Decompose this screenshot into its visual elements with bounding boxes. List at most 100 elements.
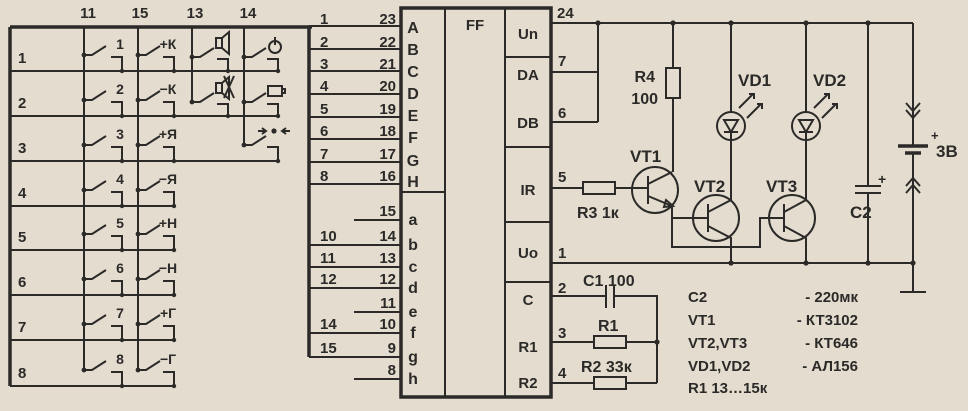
key-switch-2	[81, 90, 125, 119]
resistor-r3	[582, 181, 616, 195]
c2-label: C2	[850, 203, 872, 222]
switch-contact	[163, 101, 175, 116]
vt1-label: VT1	[630, 147, 661, 166]
junction-dot	[225, 113, 231, 119]
column-label: 11	[80, 5, 96, 22]
switch-contact	[267, 103, 279, 116]
chip-pin-label: b	[408, 237, 418, 254]
led-vd1-symbol	[722, 23, 740, 140]
pin-number: 15	[320, 340, 337, 357]
pin-number: 2	[320, 34, 328, 51]
key-number: 5	[116, 215, 124, 231]
switch-blade	[138, 269, 161, 280]
switch-blade	[192, 47, 215, 58]
chip-pin-label: a	[409, 212, 418, 229]
mode-label: +К	[160, 36, 177, 52]
capacitor-c2	[855, 23, 881, 263]
switch-contact	[111, 235, 123, 250]
pin-number: 10	[320, 228, 337, 245]
junction-dot	[171, 383, 177, 389]
connector-bottom-icon	[905, 176, 921, 194]
parts-list-name: C2	[688, 289, 707, 306]
mode-switch	[135, 135, 177, 164]
junction-dot	[119, 337, 125, 343]
pin-number: 7	[320, 146, 328, 163]
speaker-icon	[215, 29, 230, 57]
pin-number: 5	[558, 169, 566, 186]
switch-blade	[84, 135, 107, 146]
pin-number: 14	[379, 228, 396, 245]
vd1-label: VD1	[738, 71, 771, 90]
key-switch-3	[81, 135, 125, 164]
switch-contact	[217, 58, 229, 71]
connector-top-icon	[905, 102, 921, 120]
pin-number: 3	[558, 325, 566, 342]
chip-pin-label: IR	[521, 182, 536, 199]
parts-list-name: VD1,VD2	[688, 358, 751, 375]
chip-pin-label: F	[408, 130, 418, 147]
row-label: 7	[18, 319, 26, 336]
battery-icon	[267, 85, 286, 97]
pin-number: 5	[320, 101, 328, 118]
switch-contact	[267, 58, 279, 71]
switch-contact	[111, 371, 123, 386]
key-number: 4	[116, 171, 124, 187]
resistor-r2	[593, 376, 627, 390]
key-number: 2	[116, 81, 124, 97]
chip-pin-label: E	[408, 108, 419, 125]
switch-blade	[138, 180, 161, 191]
speaker-muted-icon	[215, 74, 235, 102]
chip-pin-label: Un	[518, 26, 538, 43]
junction-dot	[119, 383, 125, 389]
parts-list-value: - КТ3102	[797, 312, 858, 329]
c2-plus: +	[878, 171, 886, 187]
resistor-r4	[665, 67, 681, 99]
chip-pin-label: D	[407, 86, 419, 103]
switch-contact	[111, 146, 123, 161]
parts-list-name: VT1	[688, 312, 716, 329]
pin-number: 22	[379, 34, 396, 51]
r2-label: R2 33к	[581, 359, 633, 376]
pin-number: 7	[558, 53, 566, 70]
row-label: 8	[18, 365, 26, 382]
key-switch-8	[81, 360, 125, 389]
pin-number: 4	[558, 365, 567, 382]
junction-dot	[275, 68, 281, 74]
mode-label: −Н	[159, 260, 177, 276]
chip-name: FF	[466, 17, 484, 34]
pin-number: 1	[558, 245, 566, 262]
switch-blade	[244, 92, 267, 103]
arrows-icon-dot	[271, 128, 277, 134]
chip-pin-label: C	[523, 292, 534, 309]
battery-switch	[241, 92, 281, 119]
junction-dot	[119, 203, 125, 209]
da-db-wire	[551, 23, 599, 123]
pin-number: 12	[379, 271, 396, 288]
junction-dot	[171, 337, 177, 343]
led-vd2-symbol	[797, 23, 815, 140]
pin-number: 6	[558, 105, 566, 122]
chip-pin-label: R2	[518, 375, 537, 392]
pin-number: 1	[320, 11, 328, 28]
switch-blade	[244, 47, 267, 58]
junction-dot	[171, 247, 177, 253]
key-number: 6	[116, 260, 124, 276]
chip-pin-label: DA	[517, 67, 539, 84]
chip-pin-label: R1	[518, 339, 537, 356]
mode-switch	[135, 314, 177, 343]
power-switch	[241, 47, 281, 74]
switch-contact	[163, 325, 175, 340]
switch-contact	[111, 280, 123, 295]
junction-dot	[275, 113, 281, 119]
key-switch-7	[81, 314, 125, 343]
pin-number: 4	[320, 78, 329, 95]
switch-contact	[163, 280, 175, 295]
c1-label: C1 100	[583, 273, 635, 290]
junction-dot	[119, 292, 125, 298]
row-label: 5	[18, 229, 26, 246]
switch-blade	[84, 314, 107, 325]
key-switch-6	[81, 269, 125, 298]
switch-contact	[267, 146, 279, 161]
r3-label: R3 1к	[577, 205, 620, 222]
